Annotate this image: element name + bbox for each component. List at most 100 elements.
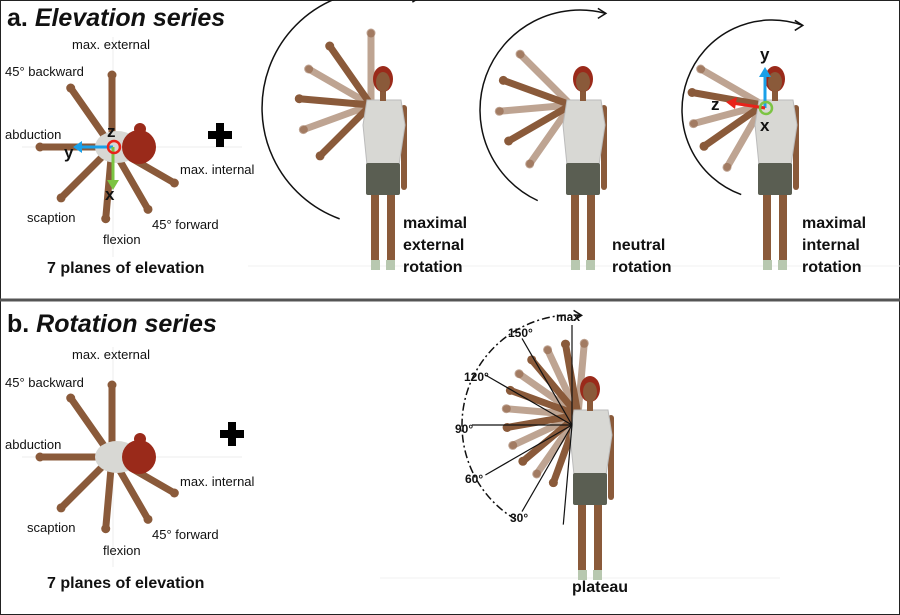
- hand: [696, 64, 706, 74]
- left-sock: [571, 260, 580, 270]
- y-axis-arrowhead-front: [759, 67, 771, 77]
- hand: [504, 136, 514, 146]
- hand: [548, 478, 558, 488]
- x-axis-marker-front: [758, 100, 774, 116]
- hand: [66, 393, 76, 403]
- hand: [518, 456, 528, 466]
- shorts: [758, 163, 792, 195]
- hand: [66, 83, 76, 93]
- head-top: [122, 130, 156, 164]
- hand: [699, 141, 709, 151]
- angle-150: 150°: [508, 326, 533, 340]
- face: [576, 72, 590, 92]
- hand: [508, 440, 518, 450]
- left-sock: [763, 260, 772, 270]
- arrow-head: [573, 309, 584, 322]
- hand: [304, 64, 314, 74]
- rotation-arc-neutral: [479, 9, 607, 202]
- neck: [587, 401, 593, 411]
- hand: [35, 142, 45, 152]
- face: [768, 72, 782, 92]
- face: [583, 382, 597, 402]
- hand: [498, 75, 508, 85]
- rotation-arc-external: [261, 0, 340, 220]
- arm: [305, 65, 375, 109]
- avatar: [501, 338, 614, 580]
- hand: [560, 339, 570, 349]
- angle-30: 30°: [510, 511, 529, 525]
- angle-ray: [521, 338, 573, 426]
- axis-label-y: y: [64, 143, 74, 162]
- label-flexion: flexion: [103, 232, 141, 247]
- angle-120: 120°: [464, 370, 489, 384]
- arrow-head: [794, 19, 805, 32]
- avatar: [494, 49, 607, 270]
- label-max-external: max. external: [72, 37, 151, 52]
- hand: [35, 452, 45, 462]
- label-abduction: abduction: [5, 127, 62, 142]
- hand: [527, 355, 537, 365]
- hand: [315, 151, 325, 161]
- angle-60: 60°: [465, 472, 484, 486]
- hand: [143, 204, 153, 214]
- right-sock: [386, 260, 395, 270]
- hand: [687, 87, 697, 97]
- hand: [525, 159, 535, 169]
- shorts: [566, 163, 600, 195]
- right-sock: [593, 570, 602, 580]
- label-45-backward-b: 45° backward: [5, 375, 84, 390]
- axis-label-x: x: [105, 185, 115, 204]
- planes-caption-b: 7 planes of elevation: [47, 575, 205, 592]
- label-abduction-b: abduction: [5, 437, 62, 452]
- hand: [107, 70, 117, 80]
- hand: [325, 41, 335, 51]
- avatar: [294, 28, 407, 270]
- hand: [101, 524, 111, 534]
- label-max-internal-b: max. internal: [180, 474, 255, 489]
- arm: [516, 50, 575, 109]
- planes-caption-a: 7 planes of elevation: [47, 260, 205, 277]
- hand: [688, 119, 698, 129]
- hand: [169, 178, 179, 188]
- hand: [56, 193, 66, 203]
- z-axis-arrowhead-front: [726, 97, 737, 109]
- left-leg: [763, 190, 771, 265]
- hand: [298, 125, 308, 135]
- arm: [295, 95, 375, 109]
- axis-label-y-front: y: [760, 45, 770, 64]
- arm: [700, 101, 767, 150]
- y-axis-arrowhead: [73, 141, 82, 153]
- hand: [107, 380, 117, 390]
- hand: [169, 488, 179, 498]
- axis-label-z-front: z: [711, 95, 720, 114]
- angle-ray: [562, 424, 573, 525]
- label-max-internal: max. internal: [180, 162, 255, 177]
- arm: [689, 101, 767, 128]
- angle-ray: [485, 374, 573, 426]
- label-flexion-b: flexion: [103, 543, 141, 558]
- head-top: [122, 440, 156, 474]
- caption-plateau: plateau: [572, 579, 629, 596]
- avatar: [687, 64, 799, 270]
- hand: [722, 162, 732, 172]
- hand: [494, 106, 504, 116]
- label-scaption-b: scaption: [27, 520, 76, 535]
- panel-b-title: b. Rotation series: [7, 310, 217, 338]
- left-leg: [571, 190, 579, 265]
- hair-bun: [134, 433, 146, 445]
- arrow-head: [597, 7, 608, 20]
- angle-ray: [485, 424, 573, 476]
- arm: [499, 76, 575, 109]
- label-max-external-b: max. external: [72, 347, 151, 362]
- right-leg: [387, 190, 395, 265]
- shorts: [366, 163, 400, 195]
- arm: [316, 101, 375, 160]
- neck: [380, 91, 386, 101]
- left-sock: [371, 260, 380, 270]
- hand: [515, 49, 525, 59]
- neck: [580, 91, 586, 101]
- label-45-forward-b: 45° forward: [152, 527, 219, 542]
- rotation-arc-internal: [681, 19, 804, 196]
